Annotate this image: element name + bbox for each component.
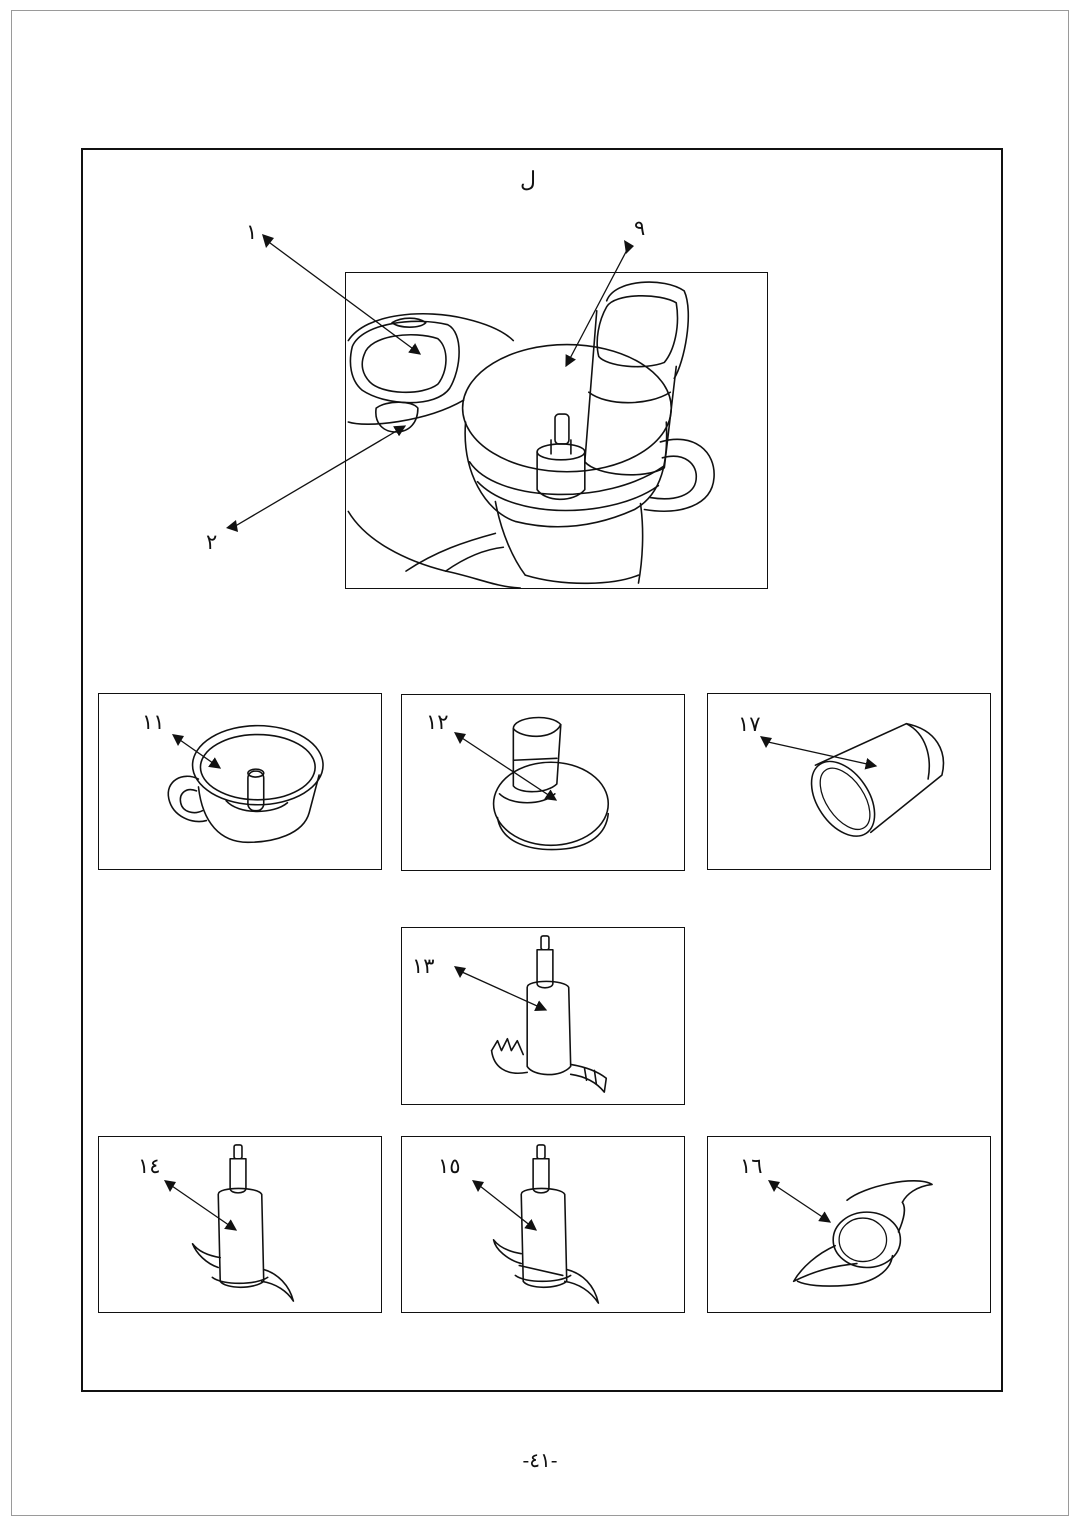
main-appliance-image: [345, 272, 768, 589]
label-11: ١١: [142, 710, 165, 734]
part-panel-17: [707, 693, 991, 870]
whisk-attachment-icon: [792, 1180, 933, 1287]
label-13: ١٣: [412, 954, 435, 978]
label-12: ١٢: [426, 710, 449, 734]
label-16: ١٦: [740, 1154, 763, 1178]
part-panel-13: [401, 927, 685, 1105]
part-panel-15: [401, 1136, 685, 1313]
section-heading: ل: [520, 168, 536, 193]
label-1: ١: [246, 220, 258, 244]
label-2: ٢: [206, 530, 218, 554]
label-9: ٩: [634, 216, 646, 240]
food-processor-icon: [347, 281, 715, 589]
part-panel-16: [707, 1136, 991, 1313]
pusher-cup-icon: [810, 722, 945, 837]
label-15: ١٥: [438, 1154, 461, 1178]
dough-blade-icon: [490, 935, 608, 1093]
label-14: ١٤: [138, 1154, 161, 1178]
part-panel-11: [98, 693, 382, 870]
label-17: ١٧: [738, 712, 761, 736]
page-border: [11, 10, 1069, 1516]
content-frame: [81, 148, 1003, 1392]
page-number: -٤١-: [522, 1448, 558, 1472]
part-panel-14: [98, 1136, 382, 1313]
